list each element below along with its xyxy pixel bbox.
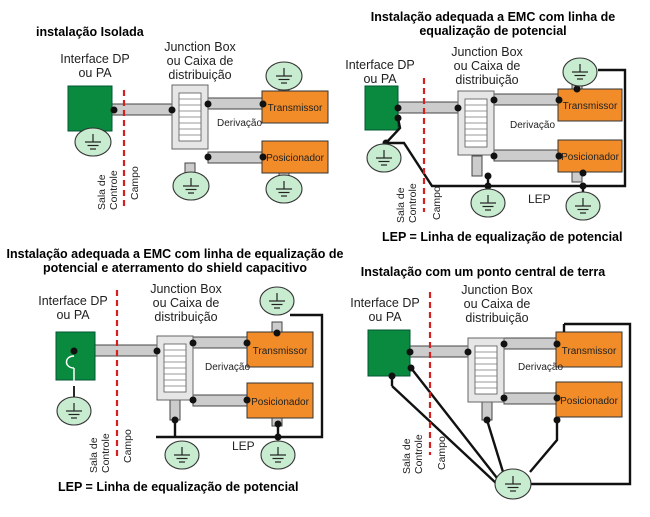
panel-emc-lep-capacitive: Instalação adequada a EMC com linha de e… xyxy=(7,247,344,494)
junction-label: Junction Box xyxy=(451,45,523,59)
junction-box xyxy=(171,84,209,150)
panel-3-title: potencial e aterramento do shield capaci… xyxy=(43,261,307,275)
junction-label: ou Caixa de xyxy=(454,59,521,73)
interface-label: ou PA xyxy=(363,72,397,86)
posicionador-label: Posicionador xyxy=(266,153,324,164)
interface-label: ou PA xyxy=(368,310,402,324)
transmissor-box xyxy=(555,331,623,368)
posicionador-label: Posicionador xyxy=(561,152,619,163)
interface-label: Interface DP xyxy=(350,296,419,310)
junction-box xyxy=(156,335,194,401)
lep-legend: LEP = Linha de equalização de potencial xyxy=(58,480,298,494)
interface-box xyxy=(67,85,113,132)
panel-1-title: instalação Isolada xyxy=(36,25,145,39)
junction-label: ou Caixa de xyxy=(464,297,531,311)
transmissor-label: Transmissor xyxy=(562,346,617,357)
posicionador-label: Posicionador xyxy=(251,397,309,408)
transmissor-box xyxy=(261,90,329,124)
interface-box xyxy=(367,329,411,377)
panel-3-title: Instalação adequada a EMC com linha de e… xyxy=(7,247,344,261)
panel-4-title: Instalação com um ponto central de terra xyxy=(361,265,607,279)
junction-label: ou Caixa de xyxy=(153,296,220,310)
interface-label: Interface DP xyxy=(60,52,129,66)
posicionador-box xyxy=(261,140,329,174)
panel-2-title: equalização de potencial xyxy=(419,24,566,38)
transmissor-label: Transmissor xyxy=(253,346,308,357)
interface-box xyxy=(55,331,96,381)
interface-box xyxy=(364,85,399,131)
junction-label: distribuição xyxy=(465,311,528,325)
junction-box xyxy=(457,90,495,156)
junction-label: Junction Box xyxy=(150,282,222,296)
sala-label: Controle xyxy=(407,183,419,223)
interface-label: Interface DP xyxy=(38,294,107,308)
campo-label: Campo xyxy=(436,436,448,470)
campo-label: Campo xyxy=(129,166,141,200)
posicionador-label: Posicionador xyxy=(560,396,618,407)
sala-label: Controle xyxy=(413,434,425,474)
transmissor-box xyxy=(557,88,623,122)
lep-label: LEP xyxy=(528,192,551,206)
posicionador-box xyxy=(246,382,314,419)
interface-label: Interface DP xyxy=(345,58,414,72)
panel-emc-lep: Instalação adequada a EMC com linha de e… xyxy=(345,10,627,244)
panel-central-ground: Instalação com um ponto central de terra… xyxy=(350,265,632,500)
junction-label: distribuição xyxy=(455,73,518,87)
lep-legend: LEP = Linha de equalização de potencial xyxy=(382,230,622,244)
transmissor-label: Transmissor xyxy=(268,103,323,114)
lep-label: LEP xyxy=(232,439,255,453)
junction-label: Junction Box xyxy=(164,40,236,54)
transmissor-box xyxy=(246,331,314,368)
transmissor-label: Transmissor xyxy=(563,101,618,112)
sala-label: Sala de xyxy=(96,174,108,210)
posicionador-box xyxy=(555,381,623,418)
sala-label: Controle xyxy=(100,433,112,473)
derivacao-label: Derivação xyxy=(217,118,262,129)
derivacao-label: Derivação xyxy=(510,120,555,131)
junction-label: distribuição xyxy=(154,310,217,324)
junction-label: distribuição xyxy=(168,68,231,82)
sala-label: Controle xyxy=(108,170,120,210)
posicionador-box xyxy=(557,139,623,173)
sala-label: Sala de xyxy=(395,187,407,223)
panel-isolated: instalação Isolada Interface DP ou PA Ju… xyxy=(36,25,329,210)
campo-label: Campo xyxy=(431,186,443,220)
junction-label: Junction Box xyxy=(461,283,533,297)
interface-label: ou PA xyxy=(78,66,112,80)
junction-box xyxy=(467,337,505,403)
panel-2-title: Instalação adequada a EMC com linha de xyxy=(371,10,616,24)
derivacao-label: Derivação xyxy=(518,362,563,373)
interface-label: ou PA xyxy=(56,308,90,322)
campo-label: Campo xyxy=(122,429,134,463)
sala-label: Sala de xyxy=(401,438,413,474)
derivacao-label: Derivação xyxy=(205,362,250,373)
sala-label: Sala de xyxy=(88,437,100,473)
junction-label: ou Caixa de xyxy=(167,54,234,68)
